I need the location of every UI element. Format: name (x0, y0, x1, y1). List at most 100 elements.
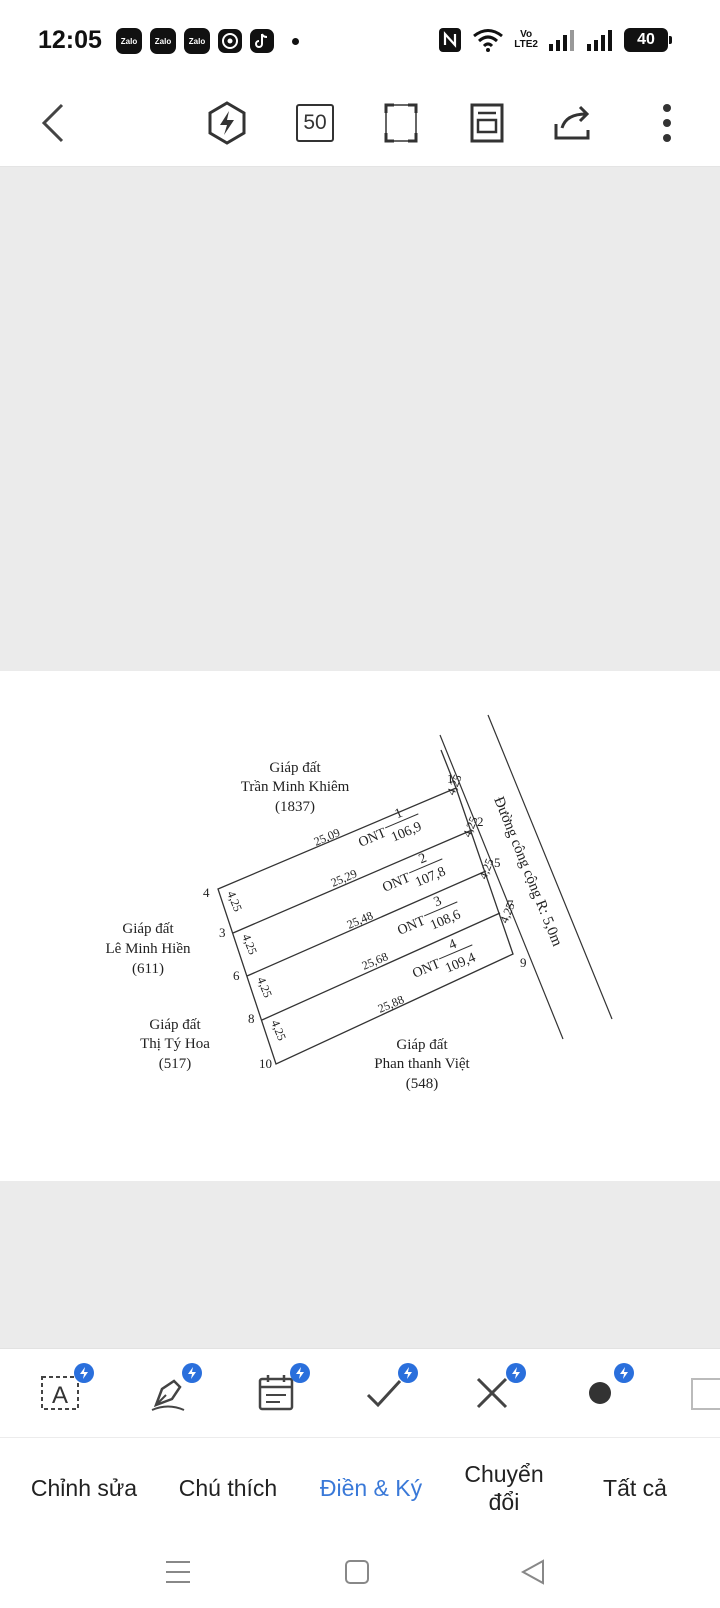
parcel-type: ONT (380, 871, 413, 896)
signal-icon-2 (587, 30, 612, 51)
parcel-area: 106,9 (389, 819, 424, 845)
south-neighbor-line2: Phan thanh Việt (374, 1056, 470, 1072)
north-neighbor-line3: (1837) (275, 799, 315, 815)
side-length: 4,25 (239, 932, 260, 957)
lte-label: Vo LTE2 (514, 29, 538, 50)
point-label-4: 4 (203, 885, 210, 900)
west-neighbor-line2: Lê Minh Hiền (106, 941, 191, 957)
checkmark-icon (366, 1379, 402, 1408)
edge-length: 25,48 (345, 908, 375, 931)
calendar-icon (258, 1375, 294, 1411)
back-nav-button[interactable] (508, 1547, 558, 1597)
parcel-1: ONT 1 106,9 (356, 806, 424, 851)
parcel-4: ONT 4 109,4 (410, 937, 478, 982)
date-tool[interactable] (248, 1363, 310, 1421)
tab-all[interactable]: Tất cả (603, 1475, 667, 1501)
road-label: Đường công cộng R: 5,0m (490, 795, 565, 949)
back-triangle-icon (520, 1559, 544, 1585)
share-icon (554, 105, 590, 140)
side-length: 4,25 (254, 975, 275, 1000)
svg-text:A: A (52, 1382, 68, 1409)
wifi-icon (473, 29, 504, 52)
parcel-type: ONT (410, 957, 443, 982)
cross-tool[interactable] (464, 1363, 526, 1421)
pro-badge-icon (398, 1363, 418, 1383)
west-neighbor-line3: (611) (132, 961, 164, 977)
dot-icon (589, 1382, 611, 1404)
parcel-type: ONT (395, 914, 428, 939)
point-label-6: 6 (233, 968, 240, 983)
parcel-type: ONT (356, 826, 389, 851)
pro-badge-icon (74, 1363, 94, 1383)
south-neighbor-line1: Giáp đất (396, 1037, 448, 1053)
point-label-5: 5 (494, 855, 501, 870)
more-options-button[interactable] (640, 96, 694, 150)
tab-annotate[interactable]: Chú thích (178, 1475, 278, 1501)
point-label-8: 8 (248, 1011, 255, 1026)
pro-badge-icon (290, 1363, 310, 1383)
more-notifications-icon (292, 37, 299, 45)
document-viewer[interactable]: Giáp đất Trần Minh Khiêm (1837) Giáp đất… (0, 167, 720, 1348)
tab-fill-sign[interactable]: Điền & Ký (319, 1475, 423, 1501)
zoom-button[interactable]: 50 (288, 96, 342, 150)
menu-lines-icon (166, 1561, 190, 1583)
tab-edit[interactable]: Chỉnh sửa (30, 1475, 138, 1501)
home-button[interactable] (332, 1547, 382, 1597)
page-layout-icon (470, 103, 504, 143)
chrome-icon (218, 29, 242, 53)
point-label-1: 1 (447, 771, 454, 786)
edge-length: 25,29 (329, 866, 359, 889)
text-box-icon: A (41, 1376, 79, 1410)
dot-tool[interactable] (572, 1363, 634, 1421)
battery-icon: 40 (624, 28, 672, 52)
ai-boost-button[interactable] (200, 96, 254, 150)
recent-apps-button[interactable] (153, 1547, 203, 1597)
back-arrow-icon (41, 103, 64, 143)
tiktok-icon (250, 29, 274, 53)
text-field-tool[interactable]: A (32, 1363, 94, 1421)
side-length: 4,25 (268, 1018, 289, 1043)
zalo-icon: Zalo (116, 28, 142, 54)
cross-icon (476, 1377, 508, 1409)
document-page[interactable]: Giáp đất Trần Minh Khiêm (1837) Giáp đất… (0, 671, 720, 1181)
fullscreen-icon (384, 103, 418, 143)
pro-badge-icon (506, 1363, 526, 1383)
pro-badge-icon (614, 1363, 634, 1383)
point-label-3: 3 (219, 925, 226, 940)
point-label-7: 7 (507, 897, 514, 912)
side-length: 4,25 (224, 889, 245, 914)
notification-icons: Zalo Zalo Zalo (116, 28, 299, 54)
point-label-9: 9 (520, 955, 527, 970)
signal-icon (549, 30, 574, 51)
lightning-hexagon-icon (208, 101, 246, 145)
status-bar: 12:05 Zalo Zalo Zalo Vo LTE2 40 (0, 0, 720, 82)
west-neighbor-line1: Giáp đất (122, 921, 174, 937)
southwest-neighbor-line2: Thị Tý Hoa (140, 1036, 210, 1052)
more-vertical-icon (663, 104, 671, 142)
home-square-icon (345, 1560, 369, 1584)
point-label-2: 2 (477, 814, 484, 829)
southwest-neighbor-line3: (517) (159, 1056, 192, 1072)
edge-length: 25,88 (376, 992, 406, 1015)
back-button[interactable] (26, 96, 80, 150)
page-layout-button[interactable] (460, 96, 514, 150)
share-button[interactable] (546, 96, 600, 150)
signature-tool[interactable] (140, 1363, 202, 1421)
north-neighbor-line1: Giáp đất (269, 760, 321, 776)
zalo-icon: Zalo (150, 28, 176, 54)
system-icons: Vo LTE2 40 (438, 27, 672, 53)
checkmark-tool[interactable] (356, 1363, 418, 1421)
fit-screen-button[interactable] (374, 96, 428, 150)
nfc-icon (439, 28, 462, 52)
more-tools[interactable] (680, 1365, 720, 1421)
north-neighbor-line2: Trần Minh Khiêm (241, 779, 350, 795)
southwest-neighbor-line1: Giáp đất (149, 1017, 201, 1033)
parcel-2: ONT 2 107,8 (380, 851, 448, 896)
land-plot-drawing: Giáp đất Trần Minh Khiêm (1837) Giáp đất… (106, 714, 613, 1092)
fill-sign-tools: A (0, 1348, 720, 1437)
parcel-area: 108,6 (428, 907, 463, 933)
system-navigation-bar (0, 1537, 720, 1608)
point-label-10: 10 (259, 1056, 272, 1071)
